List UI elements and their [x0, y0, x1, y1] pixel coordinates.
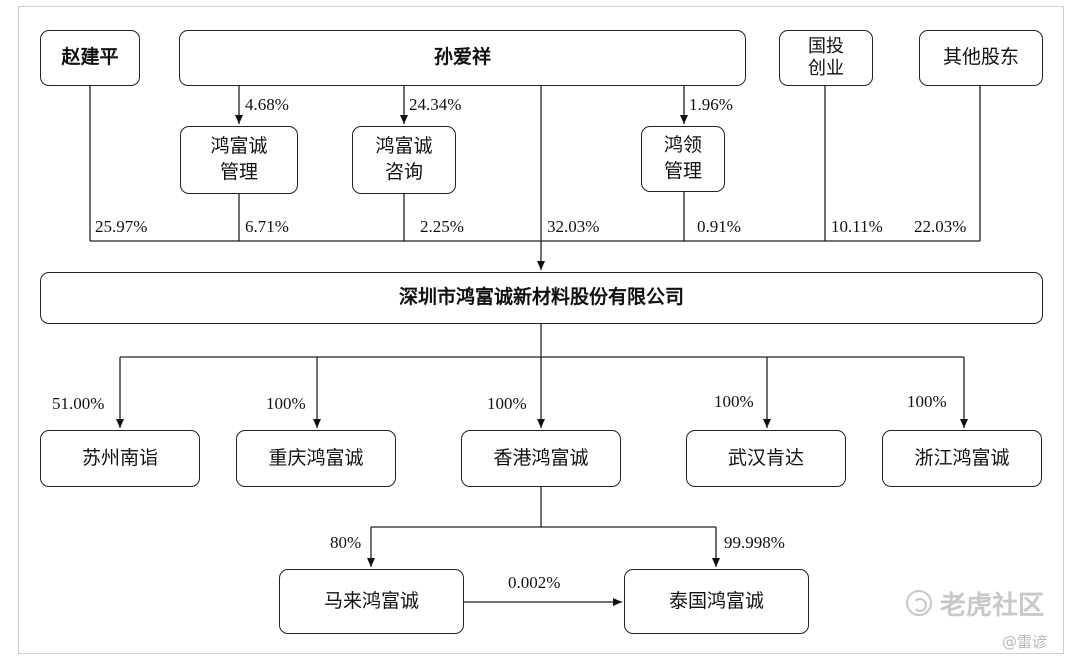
subsidiary-suzhou: 苏州南诣	[40, 430, 200, 487]
node-text: 马来鸿富诚	[323, 589, 419, 612]
subsidiary-zhejiang: 浙江鸿富诚	[882, 430, 1042, 487]
watermark-logo-text: 老虎社区	[940, 590, 1045, 621]
shareholder-zhao-jianping: 赵建平	[40, 30, 140, 86]
label-mgmt-stake: 6.71%	[245, 217, 289, 236]
label-malaysia-stake: 80%	[330, 533, 362, 552]
node-text-line1: 国投	[808, 35, 844, 57]
label-malaysia-to-thailand: 0.002%	[508, 573, 561, 592]
node-text-line1: 鸿富诚	[210, 135, 268, 158]
label-other-stake: 22.03%	[914, 217, 967, 236]
tiger-community-icon	[906, 590, 932, 616]
node-text: 武汉肯达	[727, 446, 804, 469]
node-text-line2: 创业	[808, 58, 844, 79]
label-sun-to-mgmt: 4.68%	[245, 95, 289, 114]
node-text: 泰国鸿富诚	[668, 589, 764, 612]
subsidiary-thailand: 泰国鸿富诚	[624, 569, 809, 634]
holding-hfc-consulting: 鸿富诚 咨询	[352, 126, 456, 194]
node-text: 浙江鸿富诚	[914, 446, 1010, 469]
label-sun-to-hongling: 1.96%	[689, 95, 733, 114]
node-text: 孙爱祥	[433, 46, 491, 69]
node-text-line2: 管理	[663, 160, 702, 182]
holding-hfc-management: 鸿富诚 管理	[180, 126, 298, 194]
node-text-line2: 管理	[219, 161, 258, 183]
label-suzhou-stake: 51.00%	[52, 394, 105, 413]
node-text: 深圳市鸿富诚新材料股份有限公司	[398, 286, 684, 309]
label-consult-stake: 2.25%	[420, 217, 464, 236]
watermark-logo: 老虎社区	[906, 586, 1045, 621]
holding-hongling: 鸿领 管理	[641, 126, 725, 192]
node-text-line1: 鸿富诚	[375, 135, 433, 158]
node-text: 香港鸿富诚	[493, 446, 589, 469]
main-company: 深圳市鸿富诚新材料股份有限公司	[40, 272, 1043, 324]
shareholder-guotou: 国投 创业	[779, 30, 873, 86]
shareholder-others: 其他股东	[919, 30, 1043, 86]
label-thailand-stake: 99.998%	[724, 533, 785, 552]
node-text: 重庆鸿富诚	[268, 446, 364, 469]
label-wuhan-stake: 100%	[714, 392, 754, 411]
subsidiary-malaysia: 马来鸿富诚	[279, 569, 464, 634]
watermark-author: @雷谚	[1002, 633, 1048, 651]
node-text-line1: 鸿领	[663, 134, 702, 157]
label-sun-stake: 32.03%	[547, 217, 600, 236]
label-chongqing-stake: 100%	[266, 394, 306, 413]
label-zhejiang-stake: 100%	[907, 392, 947, 411]
label-guotou-stake: 10.11%	[831, 217, 883, 236]
subsidiary-hongkong: 香港鸿富诚	[461, 430, 621, 487]
subsidiary-chongqing: 重庆鸿富诚	[236, 430, 396, 487]
label-zhao-stake: 25.97%	[95, 217, 148, 236]
label-sun-to-consult: 24.34%	[409, 95, 462, 114]
node-text: 苏州南诣	[81, 446, 158, 469]
node-text: 其他股东	[942, 46, 1019, 69]
label-hongling-stake: 0.91%	[697, 217, 741, 236]
node-text: 赵建平	[61, 46, 119, 69]
subsidiary-wuhan: 武汉肯达	[686, 430, 846, 487]
diagram-frame	[18, 6, 1064, 654]
shareholder-sun-aixiang: 孙爱祥	[179, 30, 746, 86]
label-hongkong-stake: 100%	[487, 394, 527, 413]
node-text-line2: 咨询	[384, 161, 423, 183]
